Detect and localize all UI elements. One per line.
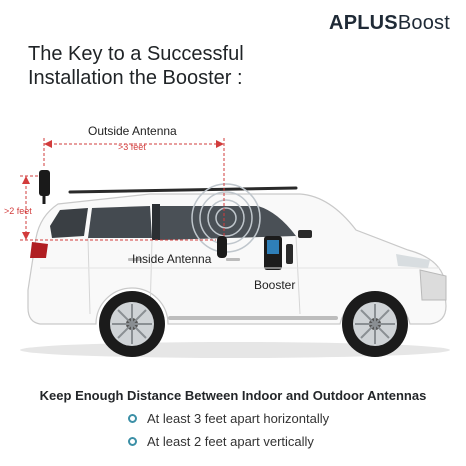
head-light (396, 254, 430, 268)
outside-antenna (39, 170, 50, 196)
booster-screen (267, 240, 279, 254)
door-handle-front (226, 258, 240, 261)
horizontal-arrow-left (44, 140, 52, 148)
bullet-list: At least 3 feet apart horizontally At le… (128, 411, 466, 449)
page-title: The Key to a Successful Installation the… (28, 42, 328, 90)
booster-label: Booster (254, 278, 296, 292)
vertical-measure (20, 175, 216, 241)
title-line-1: The Key to a Successful (28, 43, 244, 65)
bullet-ring-icon (128, 414, 137, 423)
rear-wheel (99, 291, 165, 357)
suv-illustration (20, 138, 450, 358)
brand-logo-part2: Boost (397, 12, 450, 34)
vertical-arrow-top (22, 176, 30, 184)
door-handle-rear (128, 258, 142, 261)
door-pillar (152, 204, 160, 240)
inside-antenna-label: Inside Antenna (132, 252, 212, 266)
horizontal-distance-label: >3 feet (118, 142, 146, 152)
title-line-2: Installation the Booster : (28, 67, 243, 89)
rear-side-window (88, 206, 152, 238)
tail-light (30, 242, 48, 258)
bullet-text: At least 3 feet apart horizontally (147, 411, 330, 426)
brand-logo-part1: APLUS (329, 12, 398, 34)
front-grille (419, 269, 447, 301)
side-mirror (298, 230, 312, 238)
bullet-ring-icon (128, 437, 137, 446)
horizontal-measure (43, 138, 225, 236)
booster-bracket (286, 244, 293, 264)
bullet-text: At least 2 feet apart vertically (147, 434, 314, 449)
horizontal-arrow-right (216, 140, 224, 148)
footer-headline: Keep Enough Distance Between Indoor and … (39, 388, 427, 403)
bullet-item: At least 3 feet apart horizontally (128, 411, 466, 426)
rear-window (50, 208, 88, 238)
inside-antenna-device (217, 236, 227, 258)
roof-rail (68, 186, 298, 194)
vertical-arrow-bottom (22, 232, 30, 240)
front-wheel (342, 291, 408, 357)
footer-section: Keep Enough Distance Between Indoor and … (0, 388, 466, 457)
outside-antenna-label: Outside Antenna (88, 124, 177, 138)
brand-logo: APLUSBoost (329, 12, 450, 35)
installation-diagram: Outside Antenna >3 feet >2 feet Inside A… (0, 118, 466, 380)
vertical-distance-label: >2 feet (4, 206, 32, 216)
bullet-item: At least 2 feet apart vertically (128, 434, 466, 449)
